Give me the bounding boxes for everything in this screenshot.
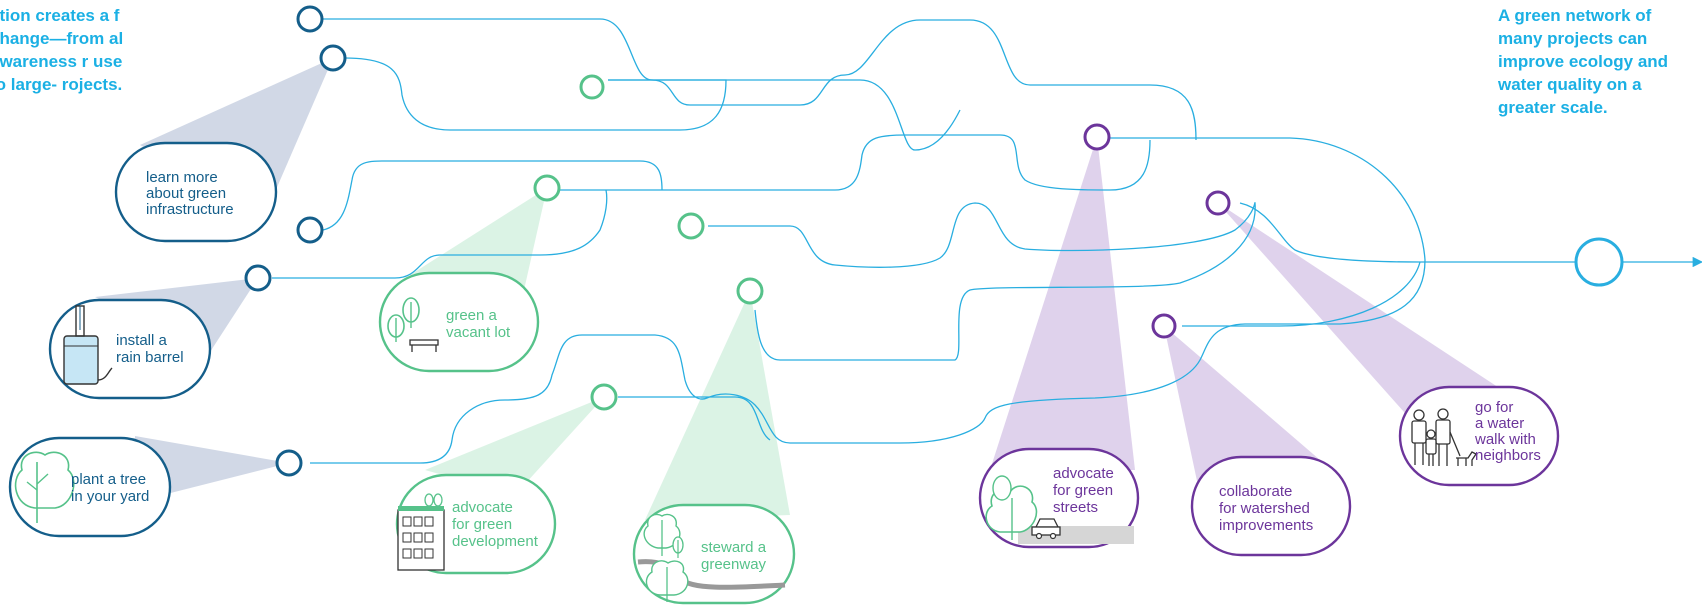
- bubble-label-line: vacant lot: [446, 324, 511, 341]
- node-green-1: [579, 74, 605, 100]
- network-line: [1182, 261, 1421, 327]
- bubble-label-line: collaborate: [1219, 483, 1292, 500]
- network-lines: [272, 18, 1702, 464]
- beam-green-development: [425, 397, 604, 495]
- bubble-label-line: install a: [116, 332, 168, 349]
- bubble-water-walk: go for a water walk with neighbors: [1398, 385, 1560, 487]
- bubble-label: go for a water walk with neighbors: [1474, 399, 1541, 464]
- greenway-icon: [637, 513, 786, 602]
- bubble-label-line: greenway: [701, 556, 767, 573]
- bubble-label-line: go for: [1475, 399, 1513, 416]
- bubble-label: learn more about green infrastructure: [146, 169, 234, 218]
- rain-barrel-icon: [63, 305, 113, 385]
- node-watershed: [1151, 313, 1177, 339]
- bubble-label-line: rain barrel: [116, 349, 184, 366]
- network-line: [344, 57, 727, 131]
- bubble-label-line: about green: [146, 185, 226, 202]
- bubble-outline: [1190, 455, 1352, 557]
- node-rain-barrel: [244, 264, 272, 292]
- bubble-green-development: advocate for green development: [395, 473, 557, 575]
- network-line: [1239, 202, 1421, 263]
- node-water-walk: [1205, 190, 1231, 216]
- bubble-label-line: streets: [1053, 499, 1098, 516]
- street-car-icon: [985, 475, 1134, 544]
- network-line: [708, 202, 1256, 268]
- node-vacant-lot: [533, 174, 561, 202]
- node-green-3: [677, 212, 705, 240]
- bubble-label-line: green a: [446, 307, 498, 324]
- bubble-label-line: learn more: [146, 169, 218, 186]
- bubble-green-streets: advocate for green streets: [978, 447, 1140, 549]
- tree-icon: [14, 451, 75, 523]
- bubble-vacant-lot: green a vacant lot: [378, 271, 540, 373]
- bubble-label: steward a greenway: [701, 539, 770, 573]
- bubble-label-line: walk with: [1474, 431, 1536, 448]
- bubble-label: plant a tree in your yard: [71, 471, 150, 505]
- bubble-label-line: for green: [452, 516, 512, 533]
- walkers-icon: [1411, 408, 1477, 466]
- bubble-outline: [114, 141, 278, 243]
- bubble-label-line: for watershed: [1219, 500, 1310, 517]
- network-line: [618, 396, 771, 441]
- bubble-label-line: steward a: [701, 539, 767, 556]
- bubble-greenway: steward a greenway: [632, 503, 796, 605]
- beams-group: [95, 58, 1510, 520]
- bubble-label-line: advocate: [1053, 465, 1114, 482]
- bubble-plant-tree: plant a tree in your yard: [8, 436, 172, 538]
- beam-plant-tree: [135, 436, 289, 502]
- bubble-learn-more: learn more about green infrastructure: [114, 141, 278, 243]
- outro-text: A green network of many projects can imp…: [1498, 6, 1669, 117]
- network-line: [560, 134, 1151, 191]
- bubble-watershed: collaborate for watershed improvements: [1190, 455, 1352, 557]
- bubble-label-line: advocate: [452, 499, 513, 516]
- intro-text: ction creates a f change—from al awarene…: [0, 6, 124, 94]
- bubble-label: green a vacant lot: [446, 307, 511, 341]
- node-green-development: [590, 383, 618, 411]
- bubble-label: advocate for green streets: [1053, 465, 1118, 516]
- bubble-label-line: development: [452, 533, 539, 550]
- node-green-streets: [1083, 123, 1111, 151]
- bubble-label-line: for green: [1053, 482, 1113, 499]
- node-outcome: [1574, 237, 1624, 287]
- bubble-label-line: in your yard: [71, 488, 149, 505]
- network-line: [310, 137, 1426, 464]
- network-line: [322, 160, 663, 231]
- node-blue-3: [296, 216, 324, 244]
- beam-learn-more: [140, 58, 333, 215]
- bubble-label: collaborate for watershed improvements: [1219, 483, 1314, 534]
- bubble-label: install a rain barrel: [116, 332, 184, 366]
- node-learn-more-origin: [296, 5, 324, 33]
- trees-bench-icon: [387, 297, 439, 352]
- bubble-label-line: neighbors: [1475, 447, 1541, 464]
- bubble-rain-barrel: install a rain barrel: [48, 298, 212, 400]
- node-greenway: [736, 277, 764, 305]
- beam-watershed: [1164, 326, 1320, 495]
- beam-water-walk: [1218, 203, 1510, 430]
- bubble-label-line: infrastructure: [146, 201, 234, 218]
- node-learn-more: [319, 44, 347, 72]
- bubble-label: advocate for green development: [452, 499, 539, 550]
- bubble-outline: [378, 271, 540, 373]
- beam-greenway: [645, 291, 790, 520]
- bubble-label-line: plant a tree: [71, 471, 146, 488]
- bubble-label-line: improvements: [1219, 517, 1313, 534]
- network-line: [608, 79, 961, 151]
- bubble-label-line: a water: [1475, 415, 1524, 432]
- beam-green-streets: [990, 137, 1135, 470]
- network-line: [272, 189, 608, 279]
- network-line: [754, 202, 1256, 361]
- building-icon: [397, 493, 445, 571]
- node-plant-tree: [275, 449, 303, 477]
